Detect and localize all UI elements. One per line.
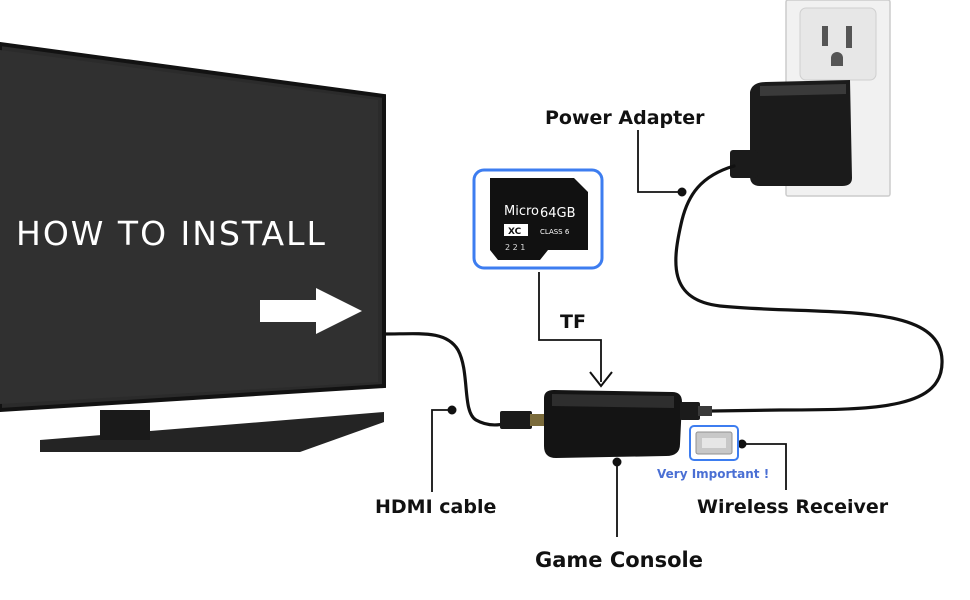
very-important-note: Very Important ! — [657, 467, 770, 481]
leader-lines — [431, 130, 787, 537]
tf-card: Micro 64GB XC CLASS 6 2 2 1 — [472, 168, 604, 270]
wireless-receiver-label: Wireless Receiver — [697, 496, 889, 518]
tf-code-text: 2 2 1 — [505, 243, 525, 252]
tf-label: TF — [560, 311, 586, 333]
receiver-leader — [742, 443, 787, 490]
hdmi-cable-label: HDMI cable — [375, 496, 497, 518]
power-adapter — [730, 80, 852, 186]
tf-arrowhead — [589, 371, 613, 388]
tf-class-text: CLASS 6 — [540, 228, 570, 236]
game-console — [500, 390, 712, 458]
tf-type-text: XC — [508, 227, 522, 237]
hdmi-leader — [431, 409, 452, 492]
hdmi-cable-line — [382, 332, 517, 427]
game-console-label: Game Console — [535, 548, 703, 572]
power-cable — [674, 164, 944, 413]
tf-brand-text: Micro — [504, 204, 539, 219]
install-title: HOW TO INSTALL — [16, 214, 327, 253]
tf-leader — [538, 272, 602, 382]
tf-capacity-text: 64GB — [540, 206, 576, 221]
cables — [382, 164, 944, 427]
wireless-receiver — [689, 425, 739, 461]
power-adapter-leader — [637, 130, 682, 193]
arrow-right-icon — [260, 288, 362, 334]
power-adapter-label: Power Adapter — [545, 107, 705, 129]
